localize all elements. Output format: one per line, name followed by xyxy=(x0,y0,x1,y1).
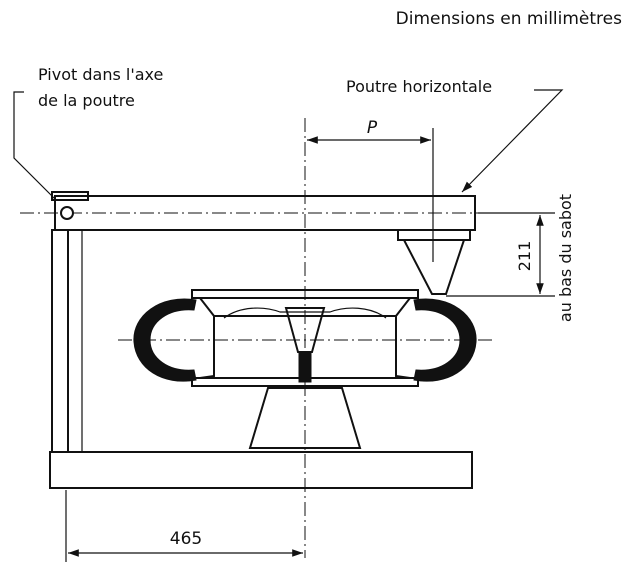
tire-left xyxy=(133,298,197,382)
shoe-mount xyxy=(397,229,471,241)
shoe xyxy=(402,239,466,295)
wheel-top-flange xyxy=(191,289,419,299)
height-note-label: au bas du sabot xyxy=(556,194,575,322)
vertical-post xyxy=(51,229,69,453)
hub xyxy=(284,307,326,353)
wheel-rim xyxy=(199,297,411,379)
base-plate xyxy=(49,451,473,489)
pivot-label-line2: de la poutre xyxy=(38,91,135,110)
pivot-icon xyxy=(60,206,74,220)
wheel-web xyxy=(223,307,387,319)
hub-shaft xyxy=(298,351,312,383)
height-value-label: 211 xyxy=(515,241,534,272)
base-distance-label: 465 xyxy=(170,529,202,549)
p-dimension-label: P xyxy=(367,118,378,138)
pivot-bracket xyxy=(51,191,89,201)
dimensions-note: Dimensions en millimètres xyxy=(396,9,622,29)
pivot-leader-line xyxy=(13,91,57,201)
pivot-label-line1: Pivot dans l'axe xyxy=(38,65,163,84)
wheel-stand xyxy=(248,387,362,449)
beam-leader-line xyxy=(461,89,564,193)
tire-right xyxy=(413,298,477,382)
beam-label: Poutre horizontale xyxy=(346,77,492,96)
